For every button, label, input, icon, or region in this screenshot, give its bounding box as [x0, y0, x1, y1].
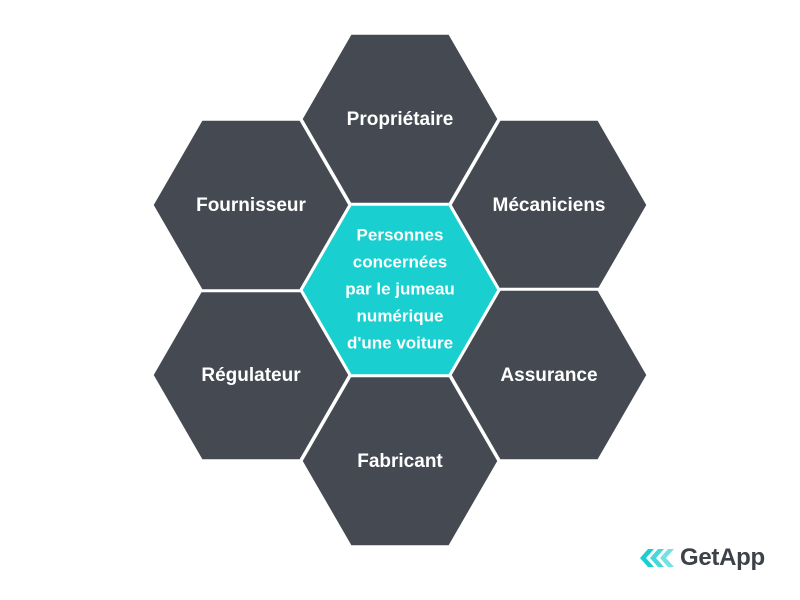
hexagon-label: Fabricant: [357, 451, 443, 472]
hexagon-upper-left: Fournisseur: [150, 117, 352, 293]
center-hexagon-shape: [299, 202, 501, 378]
hexagon-label: Assurance: [500, 365, 597, 386]
hexagon-center: Personnes concernées par le jumeau numériqu…: [299, 202, 501, 378]
center-label-line: numérique: [357, 306, 444, 325]
center-label-line: d'une voiture: [347, 333, 453, 352]
hexagon-label: Fournisseur: [196, 195, 306, 216]
getapp-logo-text: GetApp: [680, 544, 765, 571]
center-label-line: par le jumeau: [345, 279, 455, 298]
hexagon-upper-right: Mécaniciens: [448, 117, 650, 293]
center-label-line: Personnes: [357, 225, 444, 244]
hexagon-label: Propriétaire: [347, 109, 454, 130]
hexagon-label: Régulateur: [201, 365, 301, 386]
hexagon-label: Mécaniciens: [493, 195, 606, 216]
getapp-chevron-icon: [640, 549, 674, 567]
center-label-line: concernées: [353, 252, 448, 271]
hexagon-lower-left: Régulateur: [150, 287, 352, 463]
getapp-logo: GetApp: [640, 541, 765, 575]
